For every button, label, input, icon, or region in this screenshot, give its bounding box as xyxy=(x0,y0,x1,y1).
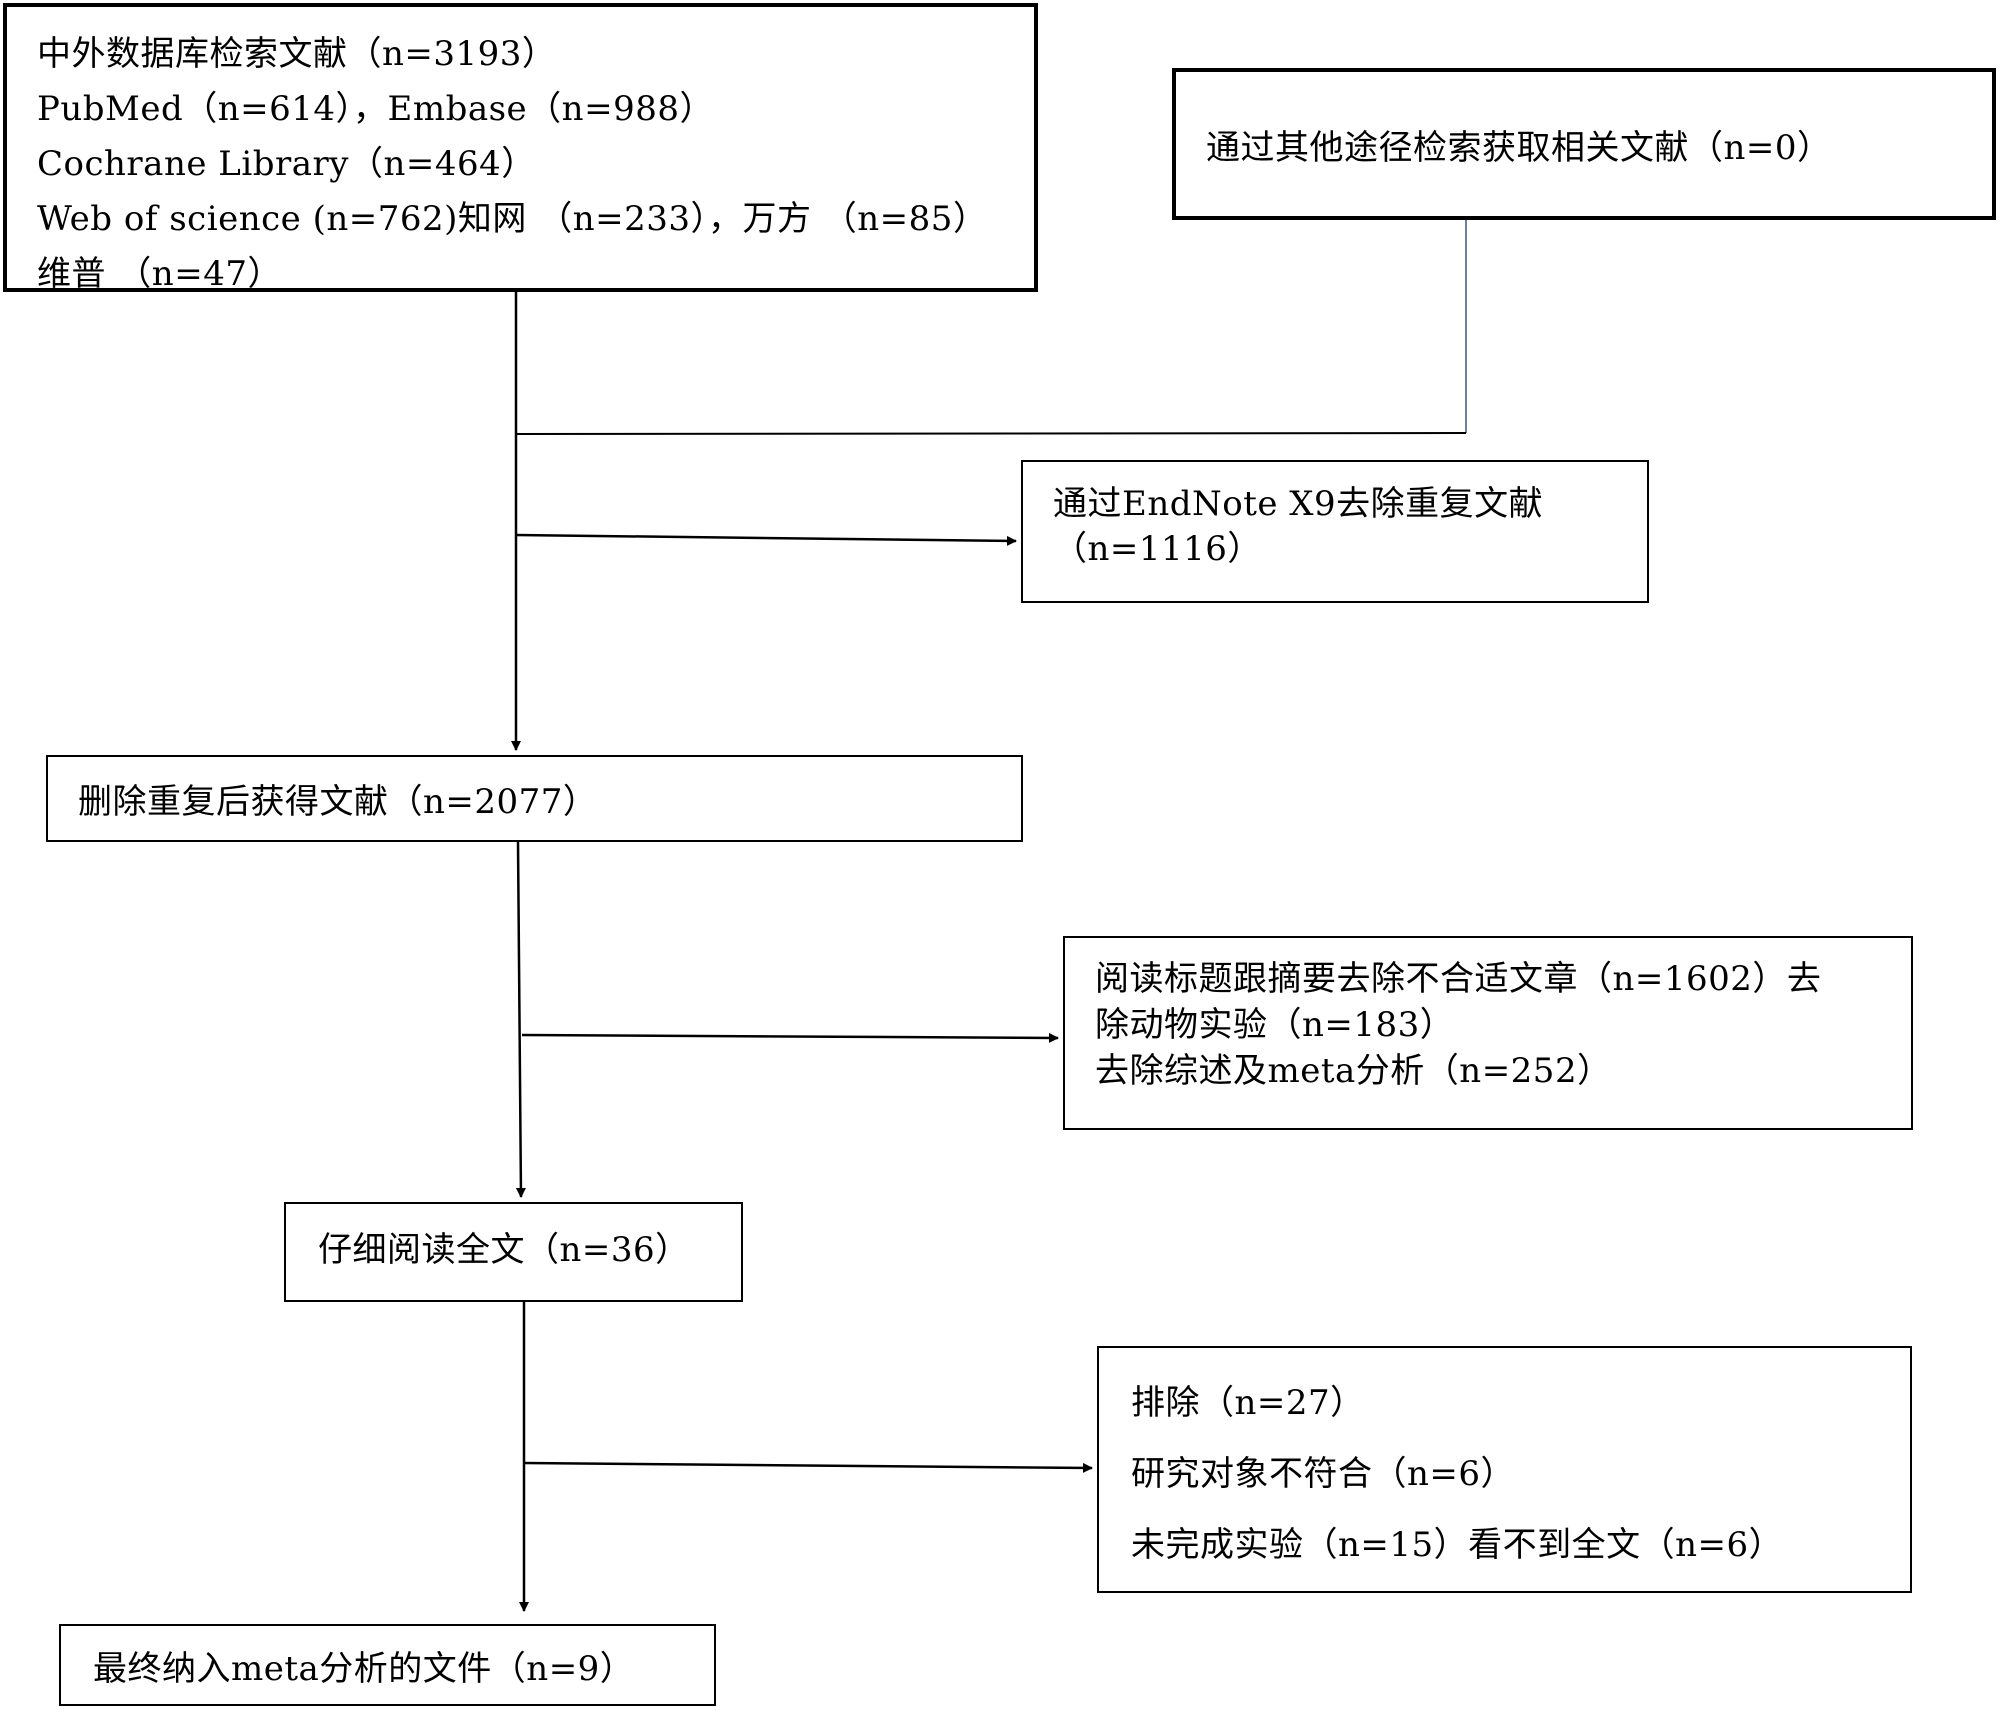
database-search-box: 中外数据库检索文献（n=3193） PubMed（n=614），Embase（n… xyxy=(3,3,1038,294)
exclusion-line: 未完成实验（n=15）看不到全文（n=6） xyxy=(1131,1525,1784,1565)
arrow-to-title-screen xyxy=(521,1032,1059,1043)
search-box-line: Cochrane Library（n=464） xyxy=(37,144,536,184)
search-box-line: Web of science (n=762)知网 （n=233），万方 （n=8… xyxy=(37,199,988,239)
arrow-to-duplicates xyxy=(515,533,1017,546)
duplicates-box-line: （n=1116） xyxy=(1053,529,1262,569)
title-screen-line: 除动物实验（n=183） xyxy=(1095,1005,1455,1045)
search-box-line: PubMed（n=614），Embase（n=988） xyxy=(37,89,714,129)
final-included-text: 最终纳入meta分析的文件（n=9） xyxy=(93,1648,635,1689)
full-text-review-box: 仔细阅读全文（n=36） xyxy=(284,1202,743,1302)
after-dedup-text: 删除重复后获得文献（n=2077） xyxy=(78,782,598,822)
title-screen-line: 去除综述及meta分析（n=252） xyxy=(1095,1051,1612,1091)
title-abstract-screen-box: 阅读标题跟摘要去除不合适文章（n=1602）去 除动物实验（n=183） 去除综… xyxy=(1063,936,1913,1130)
exclusion-line: 研究对象不符合（n=6） xyxy=(1131,1454,1516,1494)
exclusion-line: 排除（n=27） xyxy=(1131,1383,1365,1423)
other-sources-text: 通过其他途径检索获取相关文献（n=0） xyxy=(1206,127,1832,168)
other-sources-box: 通过其他途径检索获取相关文献（n=0） xyxy=(1172,68,1996,220)
title-screen-line: 阅读标题跟摘要去除不合适文章（n=1602）去 xyxy=(1095,959,1822,999)
duplicates-box-line: 通过EndNote X9去除重复文献 xyxy=(1053,484,1544,524)
full-text-text: 仔细阅读全文（n=36） xyxy=(318,1230,690,1270)
final-included-box: 最终纳入meta分析的文件（n=9） xyxy=(59,1624,716,1706)
spine-connector-2 xyxy=(515,841,526,1198)
duplicates-removed-box: 通过EndNote X9去除重复文献 （n=1116） xyxy=(1021,460,1649,603)
after-dedup-box: 删除重复后获得文献（n=2077） xyxy=(46,755,1023,842)
full-text-exclusion-box: 排除（n=27） 研究对象不符合（n=6） 未完成实验（n=15）看不到全文（n… xyxy=(1097,1346,1912,1593)
merge-connector xyxy=(515,432,1467,435)
search-box-line: 维普 （n=47） xyxy=(37,254,282,294)
search-box-line: 中外数据库检索文献（n=3193） xyxy=(37,34,557,74)
arrow-to-exclusion xyxy=(523,1461,1093,1473)
